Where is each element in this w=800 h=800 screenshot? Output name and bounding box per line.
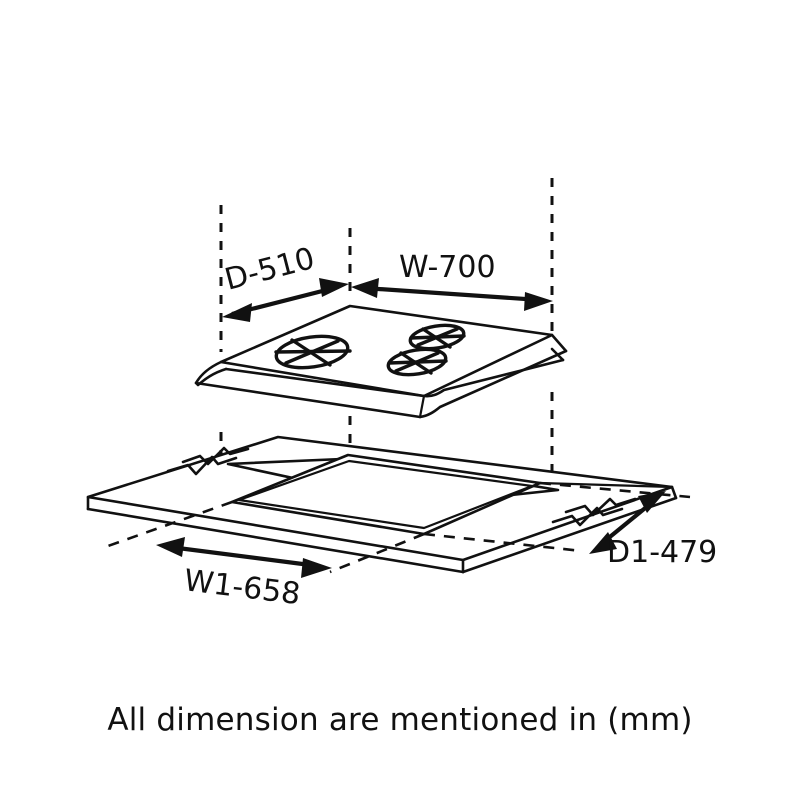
break-line-right-outer [551,506,624,527]
hob-right-skirt-edge [550,333,568,353]
arrowhead-d1-start [589,532,617,554]
hob-right-lower-edge [418,349,568,419]
dimension-d-510: D-510 [221,241,349,322]
witness-line-w1-left [107,500,233,548]
arrowhead-w-700-start [351,278,379,298]
dimension-d1-479: D1-479 [589,491,717,570]
hob-front-face-lower-edge [194,381,422,419]
arrowhead-d-510-start [222,303,252,322]
burner-large-left-grate-c [274,349,352,354]
dimension-label-w1-658: W1-658 [182,563,302,612]
burner-small-rear-right-grate-c [409,334,466,340]
break-line-left-inner [181,446,250,466]
hob-front-corner-tick [418,394,426,419]
break-line-symbol-left [166,446,250,476]
burner-large-left [274,334,352,370]
break-line-right-inner [564,497,637,517]
dimension-label-d-510: D-510 [221,241,318,298]
arrowhead-d-510-end [319,278,349,297]
arrowhead-w-700-end [524,292,553,311]
hob-front-left-skirt [194,360,228,387]
dimension-w-700: W-700 [351,250,553,311]
arrowhead-d1-end [638,491,666,513]
witness-line-w1-right [329,532,425,574]
counter-cutout-rim-inner [237,459,534,530]
countertop-panel [86,435,678,574]
dimension-line-w1-658 [169,544,319,569]
burner-small-front-right-grate-c [387,359,448,365]
counter-right-thickness-tick [670,485,678,500]
arrowhead-w1-end [301,558,332,578]
witness-lines [107,481,691,574]
witness-line-d1-rear [539,481,691,499]
hob-top-plate [194,304,568,419]
burner-small-front-right [386,347,448,377]
arrowhead-w1-start [156,537,185,557]
counter-rear-right-edge [538,481,674,489]
hob-front-face-upper-edge [224,367,426,398]
units-caption: All dimension are mentioned in (mm) [107,702,693,738]
projection-lines-upper [219,178,554,352]
dimension-w1-658: W1-658 [156,537,332,612]
hob-right-lower-edge-inner [422,358,565,398]
dimension-label-d1-479: D1-479 [607,535,717,570]
dimension-line-w-700 [363,285,541,303]
counter-front-lower-edge [86,507,465,574]
break-line-left-outer [166,455,238,476]
hob-top-surface [219,304,554,398]
witness-line-d1-front [423,532,583,553]
break-line-symbol-right [551,497,637,527]
dimension-label-w-700: W-700 [399,250,496,285]
burner-small-rear-right [408,323,466,351]
